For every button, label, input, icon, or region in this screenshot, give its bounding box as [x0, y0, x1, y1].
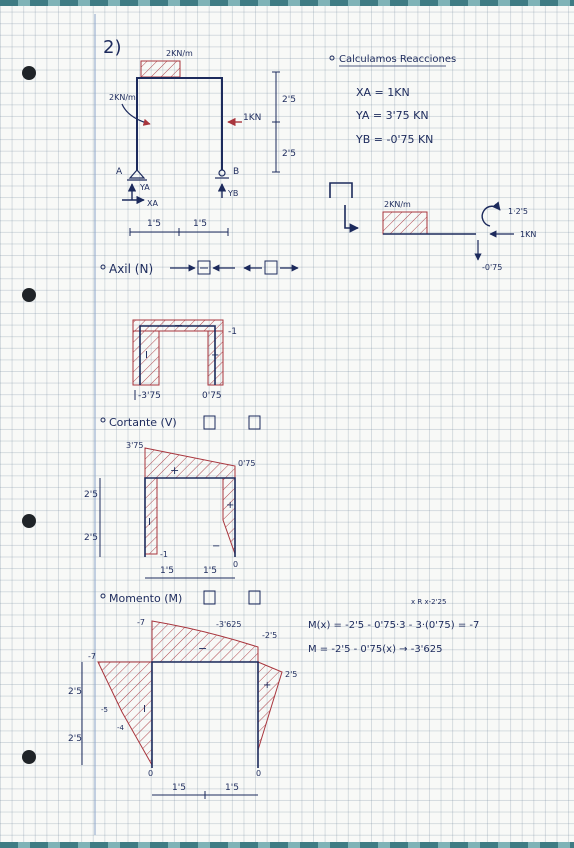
problem-number: 2): [103, 37, 121, 58]
cut-force-right-label: 1KN: [520, 230, 536, 239]
support-b-icon: [218, 169, 226, 177]
cortante-value-top-left: 3'75: [126, 441, 143, 450]
cortante-dim-h1: 1'5: [160, 566, 174, 576]
momento-value-bottom-right: 0: [256, 769, 261, 778]
axil-label-right: 0'75: [202, 391, 222, 401]
dim-h2: 1'5: [193, 219, 207, 229]
page-bottom-border: [0, 842, 574, 848]
frame-diagram: 2KN/m 2KN/m 1KN A B YA XA YB 2'5 2'5 1'5…: [109, 49, 296, 236]
momento-eq1: M(x) = -2'5 - 0'75·3 - 3·(0'75) = -7: [308, 620, 479, 631]
momento-value-left-top: -7: [137, 618, 145, 627]
axil-value-right: -1: [228, 327, 237, 337]
dim-h1: 1'5: [147, 219, 161, 229]
load-left-label: 2KN/m: [109, 93, 136, 102]
cortante-sign-right: +: [226, 500, 234, 511]
binder-hole: [22, 288, 36, 302]
momento-heading: Momento (M): [109, 592, 182, 605]
reactions-block: Calculamos Reacciones XA = 1KN YA = 3'75…: [329, 54, 456, 146]
reactions-heading: Calculamos Reacciones: [339, 54, 456, 65]
cortante-value-bottom-left: -1: [160, 550, 168, 559]
left-load-arrow: [121, 103, 151, 126]
load-right-label: 1KN: [243, 113, 261, 123]
momento-dim-v1: 2'5: [68, 687, 82, 697]
cortante-dim-v1: 2'5: [84, 490, 98, 500]
momento-eq2: M = -2'5 - 0'75(x) → -3'625: [308, 644, 443, 655]
support-b-label: B: [233, 167, 239, 177]
cortante-value-top-right: 0'75: [238, 459, 255, 468]
momento-value-right-outer: 2'5: [285, 670, 297, 679]
momento-value-bottom-left: 0: [148, 769, 153, 778]
binder-hole: [22, 514, 36, 528]
reaction-yb-label: YB: [227, 189, 238, 198]
momento-dim-h1: 1'5: [172, 783, 186, 793]
binder-hole: [22, 750, 36, 764]
momento-value-left-low: -4: [117, 724, 125, 732]
cortante-sign-top: +: [170, 464, 179, 477]
momento-eq1-annotation: x R x-2'25: [411, 598, 446, 606]
momento-value-left-mid: -5: [101, 706, 108, 714]
axil-heading: Axil (N): [109, 262, 153, 276]
momento-sign-right: +: [263, 680, 271, 691]
reaction-xa-value: XA = 1KN: [356, 86, 410, 99]
cut-sketch: 2KN/m 1·2'5 1KN -0'75: [329, 182, 536, 272]
load-top-label: 2KN/m: [166, 49, 193, 58]
cortante-value-bottom-right: 0: [233, 560, 238, 569]
momento-sign-top: −: [198, 642, 207, 655]
axil-section: Axil (N) − I + -1 -3'75 0'75: [100, 260, 299, 401]
axil-sign-right: +: [211, 350, 219, 361]
distributed-load-top: [140, 60, 181, 78]
momento-dim-v2: 2'5: [68, 734, 82, 744]
cut-load-label: 2KN/m: [384, 200, 411, 209]
cortante-sign-bottom: −: [212, 541, 220, 552]
dim-v2: 2'5: [282, 149, 296, 159]
reaction-xa-label: XA: [147, 199, 158, 208]
dim-v1: 2'5: [282, 95, 296, 105]
momento-dim-h2: 1'5: [225, 783, 239, 793]
page-top-border: [0, 0, 574, 6]
support-a-icon: [128, 169, 146, 179]
support-a-label: A: [116, 167, 123, 177]
momento-value-right: -2'5: [262, 631, 277, 640]
cut-force-down-label: -0'75: [482, 263, 502, 272]
cortante-dim-v2: 2'5: [84, 533, 98, 543]
momento-value-mid: -3'625: [216, 620, 241, 629]
moment-arrow-icon: [481, 201, 501, 227]
momento-sign-left: I: [143, 704, 146, 715]
axil-label-left: -3'75: [138, 391, 161, 401]
cut-moment-label: 1·2'5: [508, 207, 528, 216]
momento-value-left-outer: -7: [88, 652, 96, 661]
reaction-yb-value: YB = -0'75 KN: [355, 133, 433, 146]
frame-structure: [136, 77, 223, 170]
reaction-ya-value: YA = 3'75 KN: [355, 109, 429, 122]
momento-section: Momento (M) − I + -7 -7 -3'625 -2'5 2'5 …: [68, 590, 479, 799]
cortante-heading: Cortante (V): [109, 416, 177, 429]
axil-sign-top: −: [174, 319, 183, 332]
cortante-dim-h2: 1'5: [203, 566, 217, 576]
cortante-section: Cortante (V) + I + − 3'75 0'75 -1 0 2'5 …: [84, 415, 261, 579]
axil-sign-left: I: [145, 350, 148, 361]
cortante-sign-left: I: [148, 517, 151, 528]
binder-hole: [22, 66, 36, 80]
reaction-ya-label: YA: [139, 183, 150, 192]
